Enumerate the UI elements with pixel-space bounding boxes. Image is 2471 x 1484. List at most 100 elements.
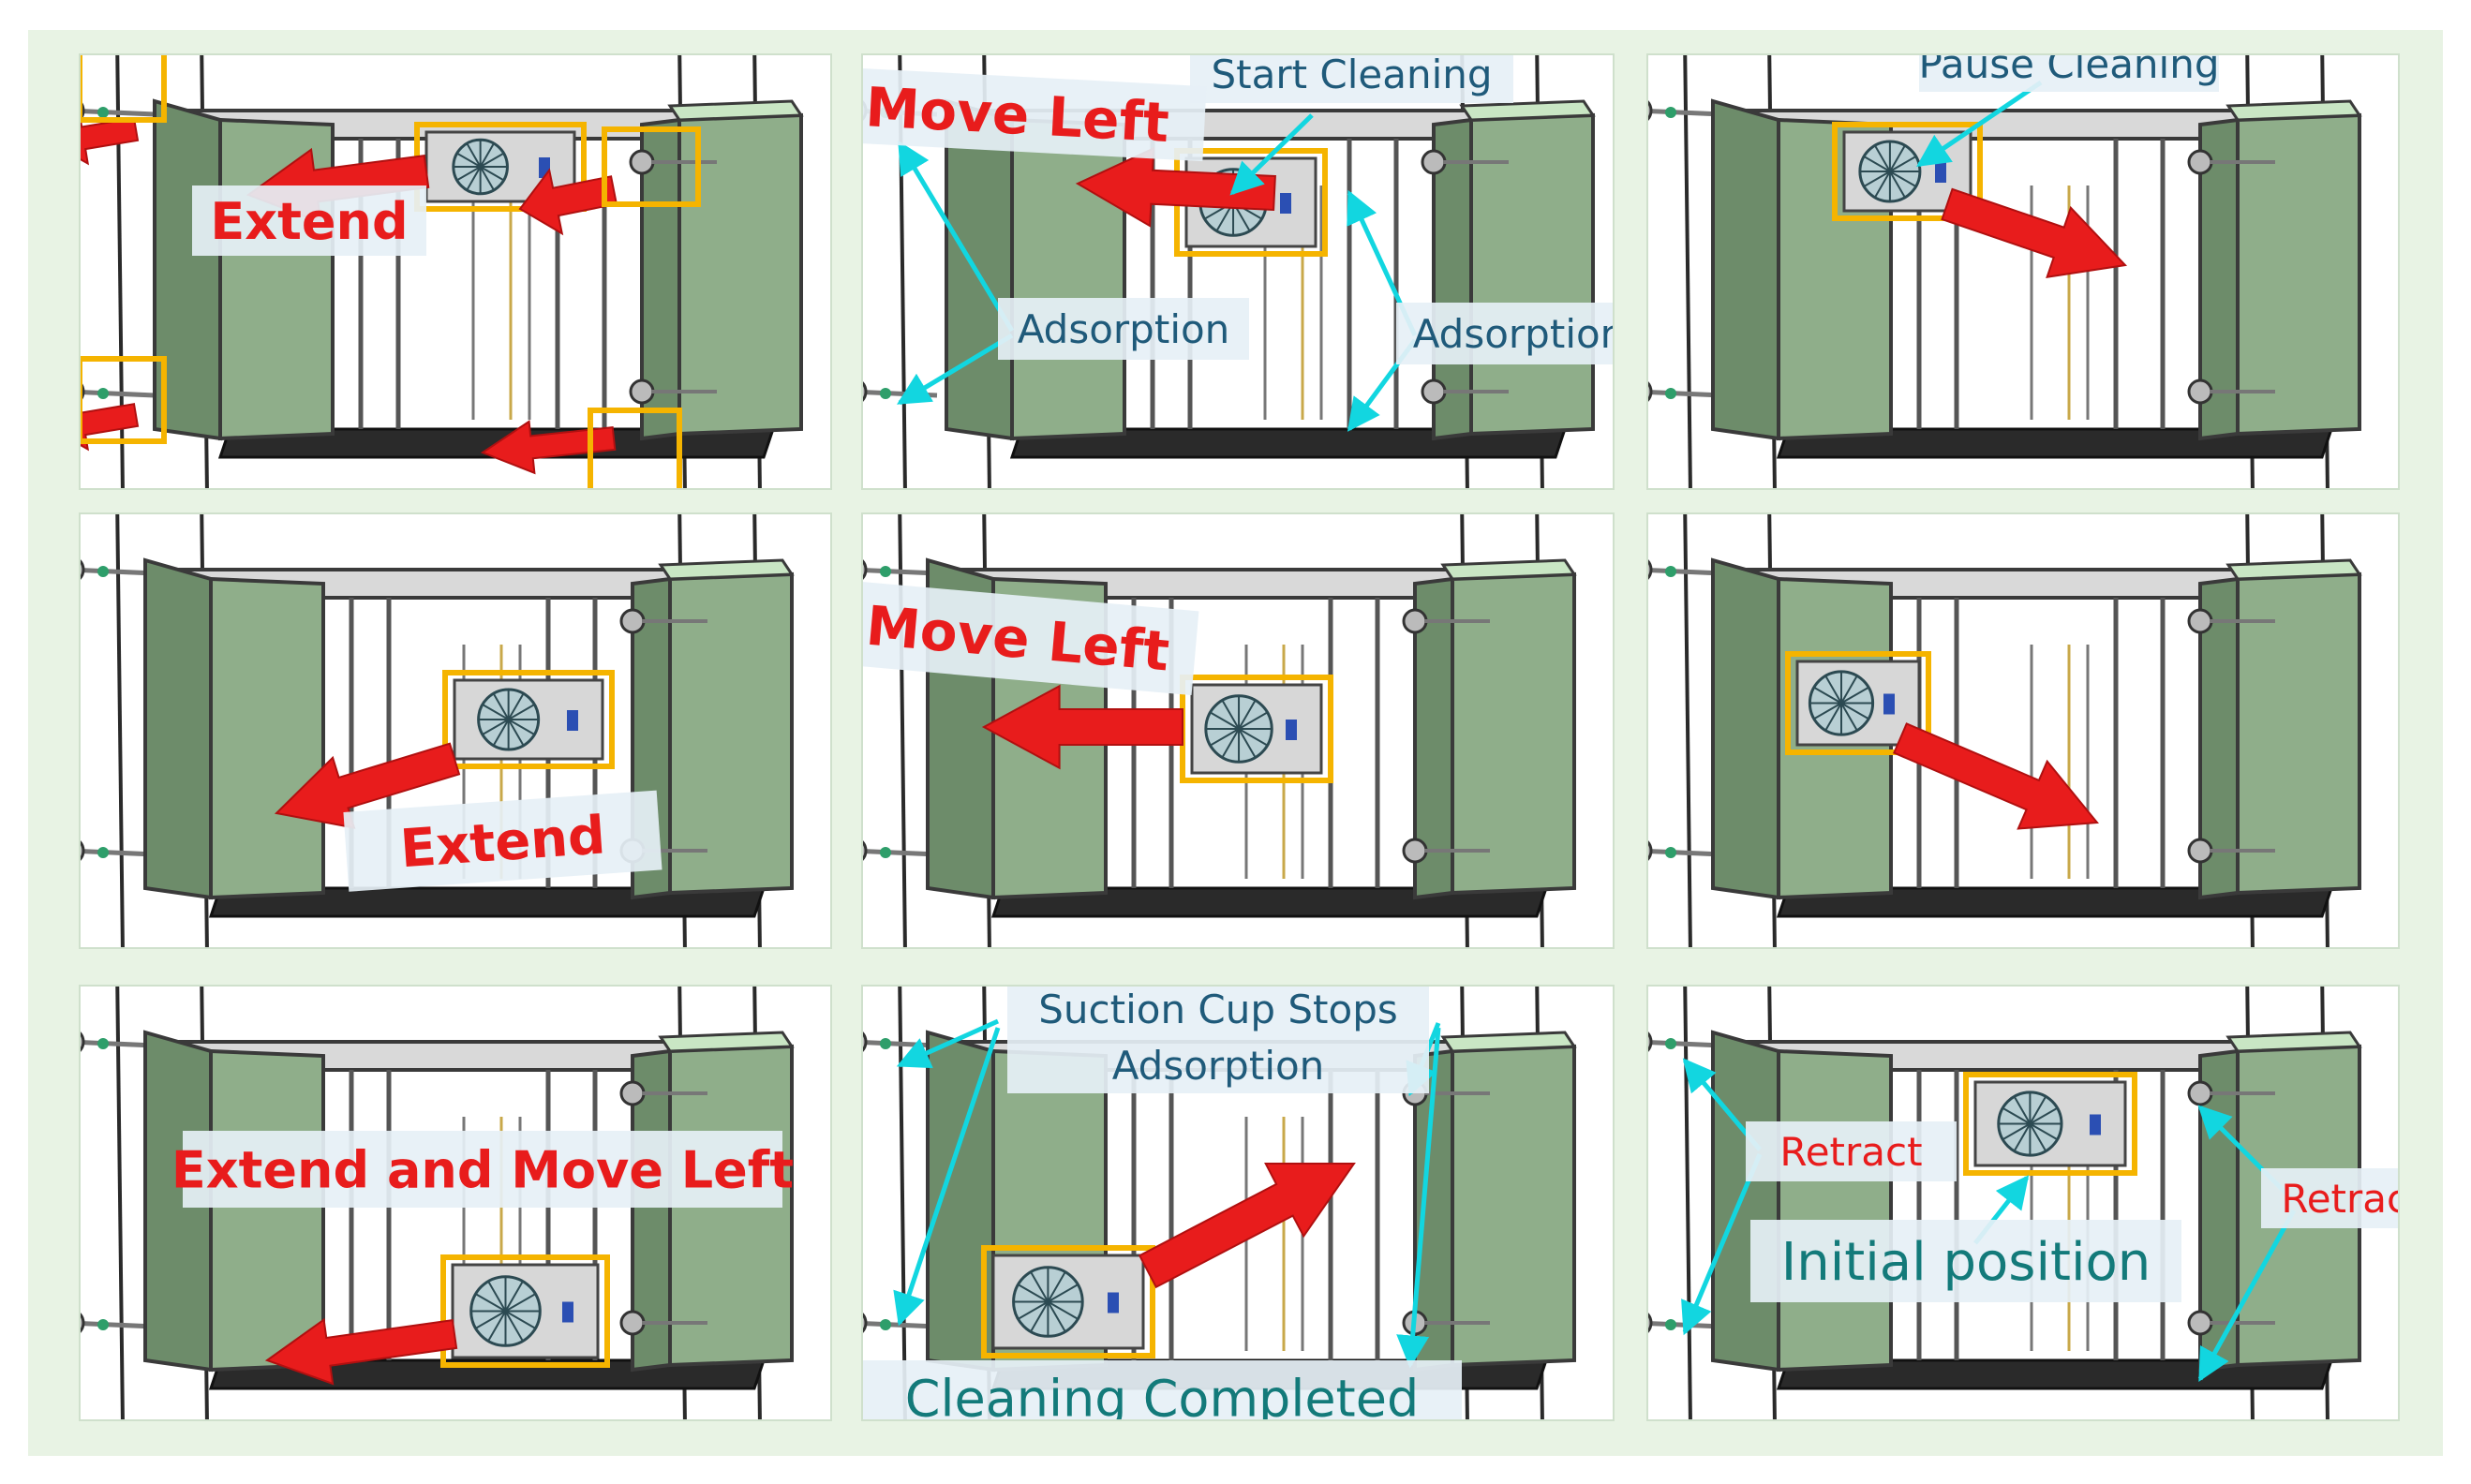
label-background [862, 1360, 1462, 1420]
brush-bristle [1210, 711, 1240, 730]
frame-bottom-rail [1776, 886, 2334, 918]
label-background [192, 186, 426, 256]
step-label: Retract [1779, 1129, 1922, 1175]
pointer-arrow [897, 140, 1015, 333]
highlight-box [80, 54, 167, 123]
label-background [862, 580, 1199, 696]
suction-valve [97, 1319, 109, 1330]
step-label: Retract [2281, 1176, 2423, 1222]
suction-cup [2187, 838, 2213, 864]
suction-valve [97, 107, 109, 118]
brush-bristle [2013, 1095, 2032, 1124]
return-arrow [1138, 1163, 1356, 1289]
brush-bristle [482, 719, 510, 735]
extend-arrow [480, 420, 617, 475]
brush-bristle [1047, 1300, 1066, 1332]
brush-bristle [487, 1310, 507, 1342]
suction-cup [629, 149, 655, 175]
right-housing-top [658, 1031, 795, 1053]
cleaning-head-highlight [1785, 651, 1931, 755]
brush-bristle [492, 719, 510, 747]
brush-bristle [504, 1310, 524, 1342]
panel-border [861, 985, 1615, 1421]
pointer-arrow [896, 1018, 1000, 1069]
suction-valve [880, 847, 891, 858]
step-panel-7: Extend and Move Left [79, 985, 832, 1421]
brush-bristle [479, 142, 495, 168]
step-panel-3: Pause Cleaning [1646, 53, 2400, 490]
label-background [1919, 54, 2219, 92]
panel-border [1646, 53, 2400, 490]
motor-indicator [1286, 720, 1297, 740]
suction-cup [1402, 608, 1428, 634]
panel-border [861, 512, 1615, 949]
brush-bristle [1840, 702, 1869, 720]
brush-bristle [475, 1293, 507, 1313]
suction-valve [880, 1319, 891, 1330]
frame-bottom-rail [1776, 427, 2334, 459]
panel-border [861, 53, 1615, 490]
cleaning-head-highlight [440, 1254, 610, 1368]
extend-arrow [274, 742, 461, 829]
step-label: Extend and Move Left [171, 1140, 794, 1199]
brush-bristle [1889, 144, 1906, 172]
move-left-arrow [264, 1317, 458, 1386]
step-label: Move Left [864, 75, 1170, 155]
brush-bristle [1047, 1300, 1079, 1320]
panel-content: Extend [80, 513, 795, 948]
move-left-arrow [981, 684, 1183, 770]
right-housing-top [2225, 99, 2362, 122]
pointer-arrow [1916, 80, 2043, 168]
suction-cup [2187, 378, 2213, 405]
motor-indicator [2090, 1114, 2101, 1135]
suction-cup [2187, 608, 2213, 634]
brush-bristle [466, 142, 482, 168]
brush-bristle [2029, 1106, 2058, 1125]
label-group: Adsorption [1007, 1037, 1429, 1093]
brush-bristle [1889, 171, 1906, 199]
brush-bristle [1238, 728, 1269, 747]
right-housing-top [667, 99, 804, 122]
suction-cup [1421, 149, 1447, 175]
brush-bristle [2002, 1106, 2031, 1125]
pointer-arrow [893, 1027, 1001, 1327]
brush-bristle [1863, 171, 1891, 187]
suction-valve [880, 566, 891, 577]
brush-bristle [1889, 156, 1917, 172]
brush-bristle [1018, 1284, 1049, 1303]
brush-bristle [1210, 728, 1240, 747]
brush-bristle [480, 166, 505, 182]
brush-bristle [508, 704, 535, 720]
brush-bristle [507, 719, 525, 747]
motor-indicator [1108, 1292, 1119, 1313]
step-panel-4: Extend [79, 512, 832, 949]
left-housing-side [1711, 98, 1780, 441]
brush-bristle [1824, 702, 1842, 732]
brush-bristle [480, 152, 505, 168]
suction-valve [1665, 1319, 1676, 1330]
step-label: Start Cleaning [1211, 52, 1492, 97]
left-housing-side [1711, 557, 1780, 900]
panel-border [1646, 985, 2400, 1421]
label-background [343, 790, 662, 892]
left-housing-side [945, 98, 1014, 441]
suction-valve [97, 1038, 109, 1049]
move-left-arrow [1075, 146, 1276, 228]
label-group: Pause Cleaning [1918, 54, 2220, 92]
suction-valve [97, 566, 109, 577]
label-group: Start Cleaning [1190, 52, 1513, 103]
label-background [1190, 54, 1513, 103]
step-panel-5: Move Left [861, 512, 1615, 949]
highlight-box [588, 408, 682, 489]
brush-bristle [1840, 686, 1869, 705]
brush-bristle [475, 1310, 507, 1329]
label-group: Retract [2261, 1168, 2423, 1228]
label-group: Move Left [862, 67, 1207, 162]
brush-bristle [1030, 1271, 1049, 1303]
brush-bristle [456, 166, 482, 182]
brush-bristle [2029, 1122, 2047, 1152]
pointer-arrow [896, 333, 1014, 406]
